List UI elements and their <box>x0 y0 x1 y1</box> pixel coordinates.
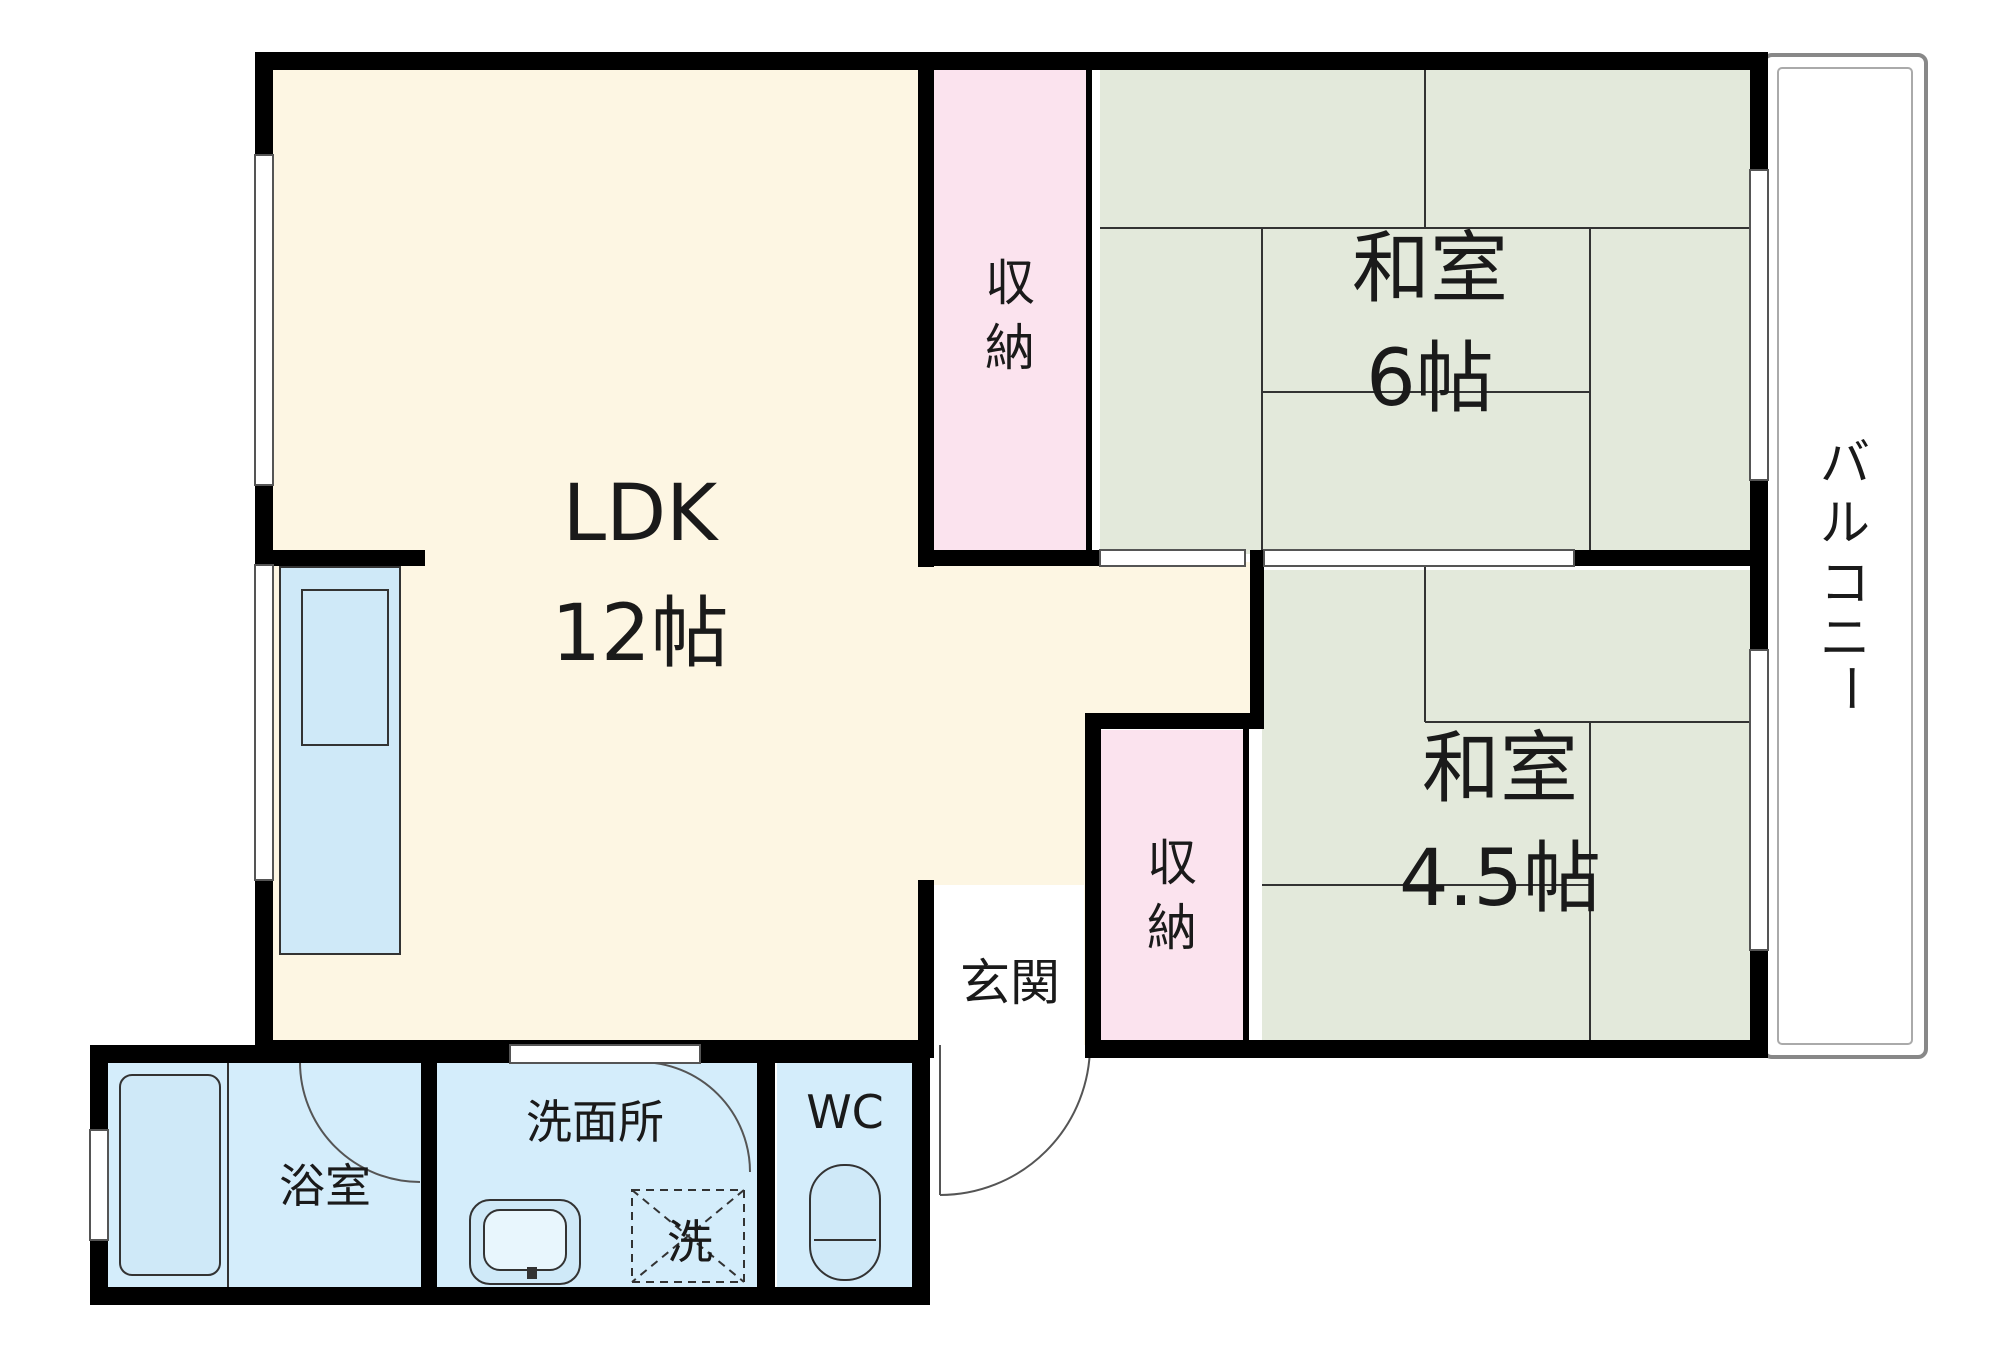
ldk-name: LDK <box>563 469 720 559</box>
toilet-bowl <box>809 1164 881 1281</box>
washitsu-45-size: 4.5帖 <box>1399 834 1601 924</box>
washitsu-45-name: 和室 <box>1422 724 1578 814</box>
ldk-size: 12帖 <box>551 589 728 679</box>
storage-a-line2: 納 <box>985 319 1035 377</box>
fixtures <box>119 1062 881 1289</box>
door-swings <box>299 1044 1091 1196</box>
balcony-char-4: ニ <box>1820 609 1870 667</box>
windows <box>89 154 1769 1241</box>
entrance-floor <box>934 885 1084 1045</box>
washroom-name: 洗面所 <box>526 1095 664 1149</box>
storage-b-floor <box>1100 730 1243 1040</box>
entrance-name: 玄関 <box>960 954 1060 1012</box>
storage-b-line1: 収 <box>1147 834 1197 892</box>
bath-name: 浴室 <box>279 1159 371 1213</box>
balcony-char-2: ル <box>1820 494 1870 552</box>
bathtub <box>119 1074 221 1276</box>
balcony-char-1: バ <box>1820 434 1870 492</box>
washitsu-6-name: 和室 <box>1352 224 1508 314</box>
labels: LDK 12帖 和室 6帖 和室 4.5帖 収 納 収 納 玄関 浴室 洗面所 … <box>279 224 1879 1269</box>
balcony-char-3: コ <box>1820 554 1870 612</box>
toilet-name: WC <box>806 1085 884 1139</box>
balcony-char-5: ー <box>1821 663 1879 713</box>
ldk-floor <box>268 62 1250 1045</box>
washitsu-6-size: 6帖 <box>1366 334 1494 424</box>
kitchen-sink <box>301 589 389 746</box>
washitsu-45-floor <box>1262 570 1750 1040</box>
storage-b-line2: 納 <box>1147 899 1197 957</box>
tatami-lines <box>1100 70 1750 1040</box>
washer-space <box>631 1189 745 1283</box>
storage-a-line1: 収 <box>985 254 1035 312</box>
storage-a-floor <box>934 70 1086 554</box>
washer-name: 洗 <box>667 1215 713 1269</box>
